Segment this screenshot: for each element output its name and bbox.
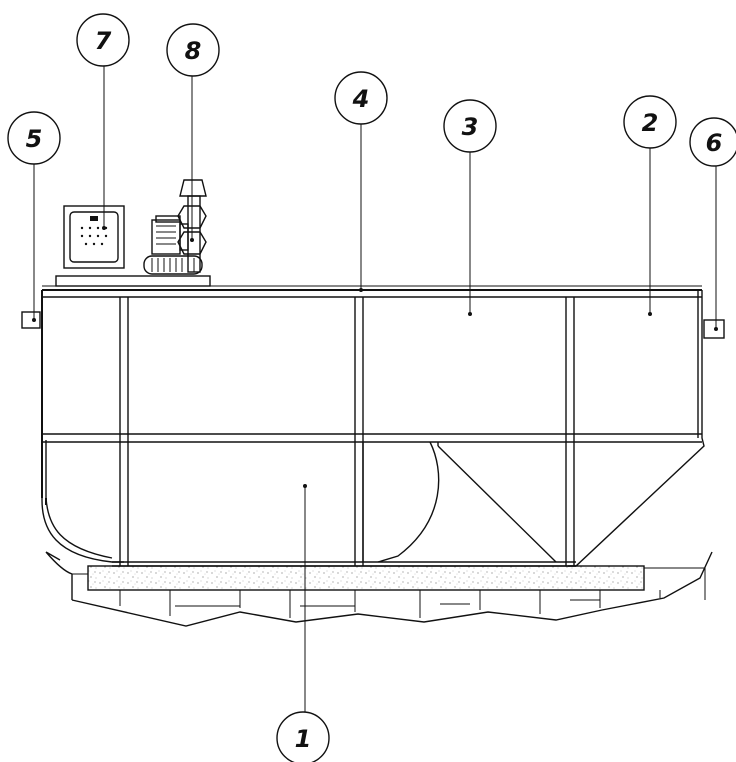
callout-2: 2 [623,95,677,149]
concrete-base-slab [87,565,645,591]
callout-3-label: 3 [462,113,479,141]
right-sensor-box [703,319,725,339]
callout-8-label: 8 [185,37,202,65]
callout-2-label: 2 [642,109,659,137]
callout-1: 1 [276,711,330,762]
callout-6-label: 6 [706,129,723,157]
callout-3: 3 [443,99,497,153]
callout-8: 8 [166,23,220,77]
leader-lines [33,66,717,734]
callout-4: 4 [334,71,388,125]
equipment-platform [55,275,211,287]
leader-dots [32,226,718,488]
left-sensor-box [21,311,41,329]
callout-6: 6 [689,117,736,167]
callout-5: 5 [7,111,61,165]
callout-4-label: 4 [352,85,370,113]
callout-7-label: 7 [95,27,112,55]
air-blower-unit [143,179,207,275]
tank-body [41,285,705,567]
callout-1-label: 1 [295,725,312,753]
callout-7: 7 [76,13,130,67]
control-panel-box [63,205,125,269]
ground-soil [45,551,713,627]
callout-5-label: 5 [26,125,43,153]
